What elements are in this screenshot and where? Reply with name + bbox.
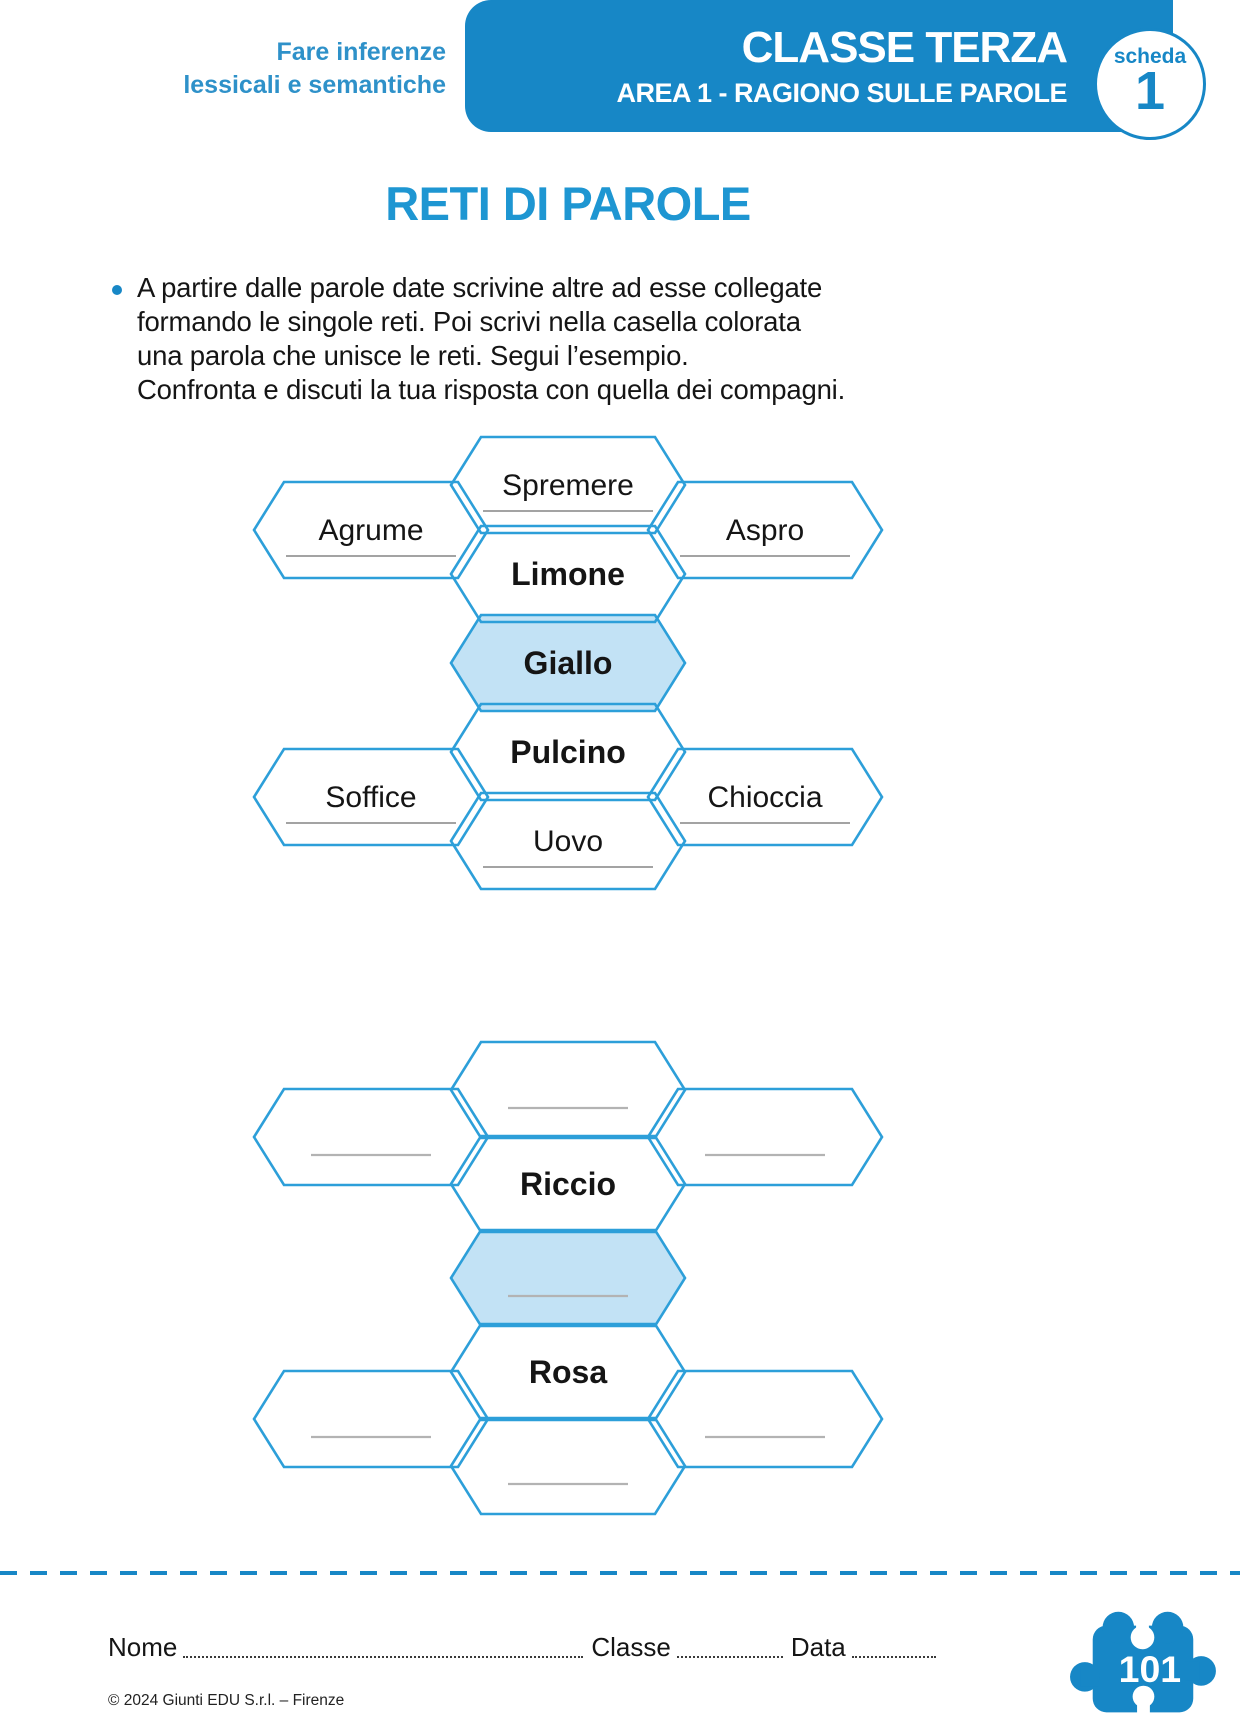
answer-word: Spremere — [502, 469, 634, 502]
header-band: CLASSE TERZA AREA 1 - RAGIONO SULLE PARO… — [465, 0, 1173, 132]
word-networks: Spremere Agrume Aspro Limone Giallo Pulc… — [252, 435, 884, 1516]
date-input-line[interactable] — [851, 1654, 936, 1658]
topic-line2: lessicali e semantiche — [183, 70, 446, 99]
instruction-line: una parola che unisce le reti. Segui l’e… — [137, 340, 689, 371]
hex-blank-left-bottom[interactable] — [252, 1369, 490, 1469]
hex-blank-top[interactable] — [449, 1040, 687, 1140]
hex-answer-top — [449, 435, 687, 535]
copyright: © 2024 Giunti EDU S.r.l. – Firenze — [108, 1692, 345, 1709]
hex-answer-right-top — [646, 480, 884, 580]
hex-blank-right-top[interactable] — [646, 1087, 884, 1187]
area-title: AREA 1 - RAGIONO SULLE PAROLE — [616, 78, 1067, 108]
date-label: Data — [790, 1632, 846, 1662]
hex-blank-bottom[interactable] — [449, 1416, 687, 1516]
bullet-dot — [112, 285, 122, 295]
cut-line — [0, 1571, 1240, 1575]
class-input-line[interactable] — [676, 1654, 783, 1658]
network-exercise: Riccio Rosa — [252, 1040, 884, 1516]
puzzle-piece-icon: 101 — [1070, 1607, 1216, 1715]
sheet-label: scheda — [1113, 45, 1187, 68]
link-word: Giallo — [524, 645, 613, 681]
topic-line1: Fare inferenze — [276, 38, 446, 66]
hex-link-word-example — [449, 613, 687, 713]
sheet-number: 1 — [1134, 61, 1166, 121]
hex-blank-left-top[interactable] — [252, 1087, 490, 1187]
class-title: CLASSE TERZA — [741, 23, 1068, 72]
answer-word: Aspro — [726, 514, 804, 547]
hex-blank-right-bottom[interactable] — [646, 1369, 884, 1469]
hex-given-pulcino — [449, 702, 687, 802]
answer-word: Agrume — [318, 514, 423, 547]
page-number: 101 — [1119, 1648, 1181, 1690]
hex-answer-right-bottom — [646, 747, 884, 847]
hex-link-word-blank[interactable] — [449, 1228, 687, 1328]
answer-word: Chioccia — [707, 781, 822, 814]
given-word: Limone — [511, 556, 625, 592]
instructions-text: A partire dalle parole date scrivine alt… — [137, 271, 845, 407]
given-word: Pulcino — [510, 734, 626, 770]
page-number-puzzle: 101 — [1066, 1598, 1218, 1736]
hex-answer-bottom — [449, 791, 687, 891]
hex-answer-left-bottom — [252, 747, 490, 847]
instruction-line: Confronta e discuti la tua risposta con … — [137, 374, 846, 405]
hex-given-riccio — [449, 1134, 687, 1234]
footer-fields: Nome Classe Data — [108, 1632, 936, 1663]
given-word: Riccio — [520, 1166, 616, 1202]
hex-given-limone — [449, 524, 687, 624]
given-word: Rosa — [529, 1354, 607, 1390]
answer-word: Soffice — [325, 781, 416, 814]
name-input-line[interactable] — [183, 1654, 584, 1658]
sheet-number-badge: scheda 1 — [1094, 28, 1206, 140]
page-title: RETI DI PAROLE — [385, 177, 751, 230]
hex-answer-left-top — [252, 480, 490, 580]
network-example: Spremere Agrume Aspro Limone Giallo Pulc… — [252, 435, 884, 891]
name-label: Nome — [108, 1632, 178, 1662]
instruction-line: A partire dalle parole date scrivine alt… — [137, 272, 823, 303]
instruction-line: formando le singole reti. Poi scrivi nel… — [137, 306, 801, 337]
answer-word: Uovo — [533, 825, 603, 858]
class-label: Classe — [591, 1632, 671, 1662]
topic-label: Fare inferenze lessicali e semantiche — [183, 36, 446, 101]
